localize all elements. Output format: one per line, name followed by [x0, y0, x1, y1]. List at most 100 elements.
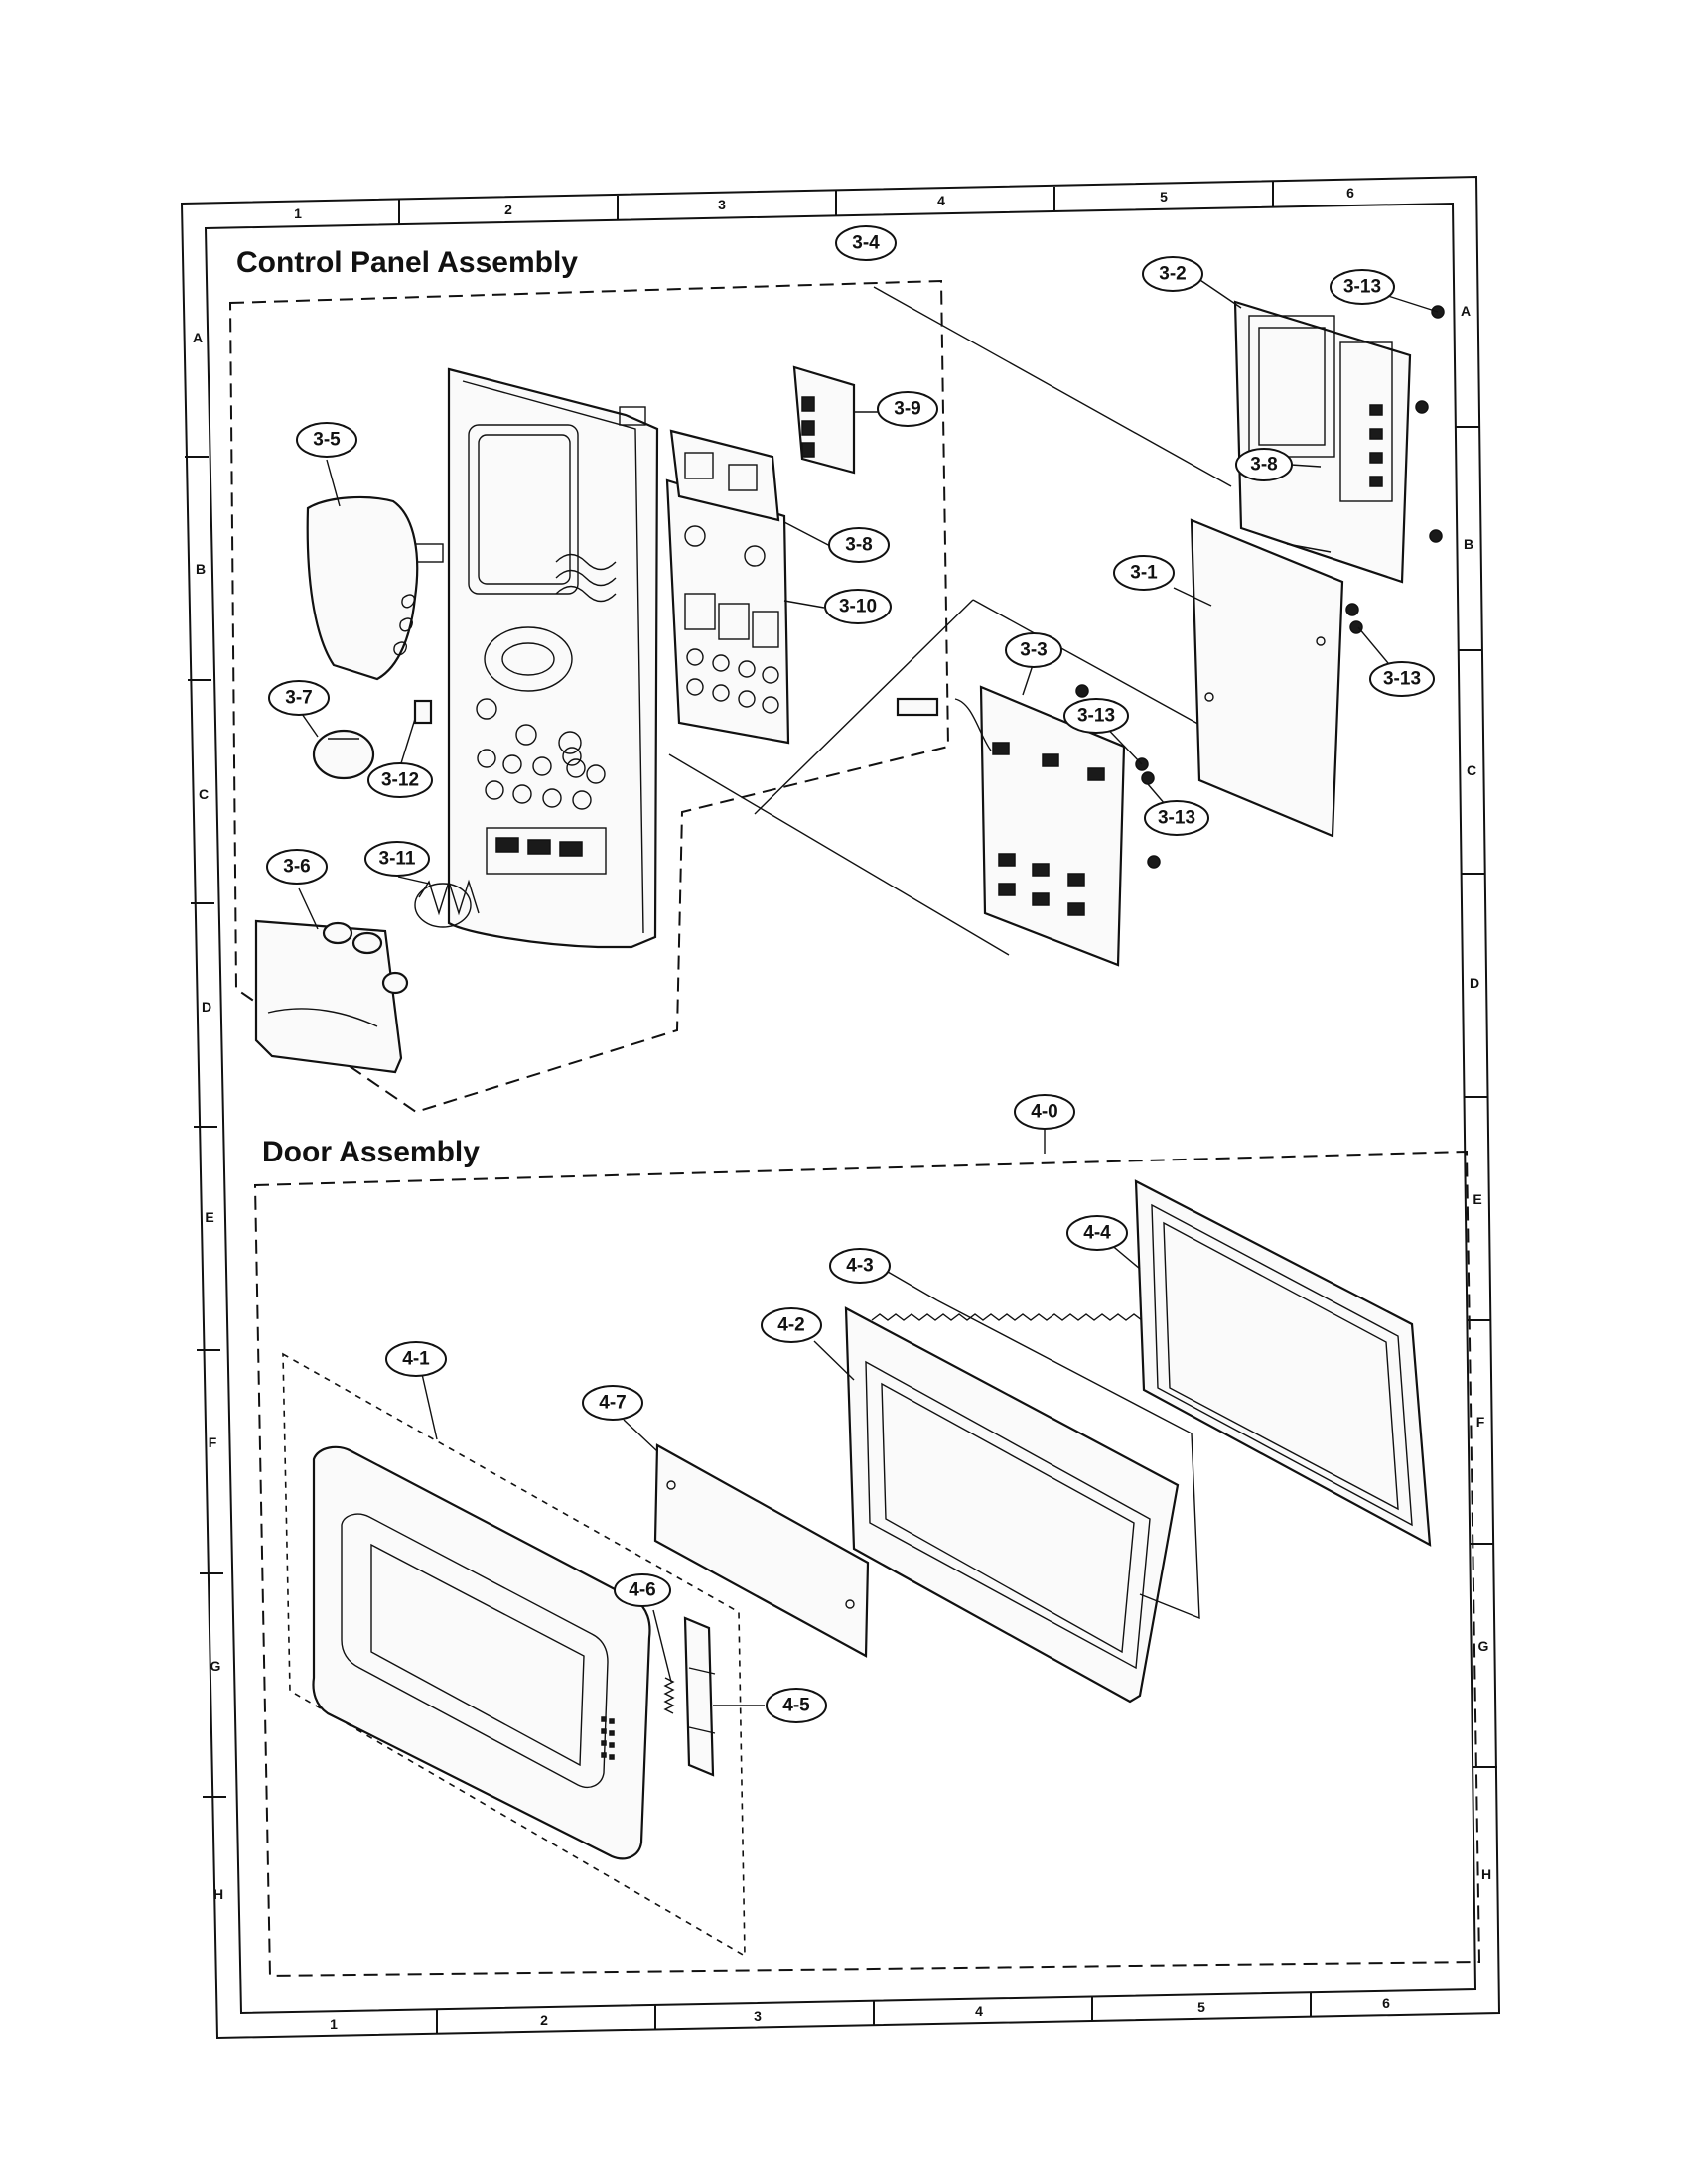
callout-3-8-upper: 3-8: [1235, 448, 1293, 481]
callout-label: 3-11: [379, 849, 416, 870]
part-3-12-shaft: [413, 699, 433, 725]
callout-4-1: 4-1: [385, 1341, 447, 1377]
grid-row-label: F: [1476, 1414, 1485, 1430]
callout-3-2: 3-2: [1142, 256, 1203, 292]
leader-lines-control-panel: [298, 286, 1232, 956]
grid-col-label: 4: [937, 193, 945, 208]
callout-label: 3-9: [894, 399, 920, 420]
callout-label: 3-4: [852, 233, 880, 254]
callout-3-13: 3-13: [1330, 269, 1395, 305]
callout-label: 3-5: [313, 430, 341, 451]
callout-label: 3-3: [1020, 640, 1047, 661]
callout-3-4: 3-4: [835, 225, 897, 261]
callout-3-9: 3-9: [877, 391, 938, 427]
grid-column-labels-bottom: 1 2 3 4 5 6: [330, 1995, 1390, 2032]
part-4-6-spring: [663, 1677, 675, 1714]
callout-3-13: 3-13: [1144, 800, 1209, 836]
callout-3-5: 3-5: [296, 422, 357, 458]
grid-row-label: B: [1464, 536, 1474, 552]
grid-row-label: C: [199, 786, 209, 802]
callout-3-6: 3-6: [266, 849, 328, 885]
callout-label: 4-7: [599, 1393, 626, 1414]
callout-label: 3-13: [1077, 706, 1115, 727]
callout-4-0: 4-0: [1014, 1094, 1075, 1130]
callout-3-1: 3-1: [1113, 555, 1175, 591]
callout-3-7: 3-7: [268, 680, 330, 716]
control-panel-housing: [414, 367, 659, 949]
callout-label: 3-13: [1383, 669, 1421, 690]
callout-label: 3-13: [1158, 808, 1195, 829]
grid-row-label: A: [193, 330, 203, 345]
callout-label: 3-8: [845, 535, 872, 556]
grid-col-label: 6: [1382, 1995, 1390, 2011]
grid-col-label: 4: [975, 2003, 983, 2019]
grid-column-labels-top: 1 2 3 4 5 6: [294, 185, 1354, 221]
grid-row-label: G: [210, 1658, 221, 1674]
callout-4-6: 4-6: [614, 1573, 671, 1607]
right-grid-ticks: [1456, 426, 1497, 1768]
door-assembly-title: Door Assembly: [262, 1136, 480, 1168]
bottom-grid-ticks: [436, 1992, 1312, 2034]
grid-row-label: E: [205, 1209, 213, 1225]
grid-row-label: H: [1481, 1866, 1491, 1882]
callout-label: 3-13: [1343, 277, 1381, 298]
callout-label: 4-1: [402, 1349, 430, 1370]
part-3-11-spring: [414, 879, 480, 928]
part-3-2-display-board: [1233, 300, 1412, 584]
part-4-2-inner-door: [844, 1306, 1180, 1704]
grid-row-labels-right: A B C D E F G H: [1461, 303, 1491, 1882]
grid-col-label: 1: [330, 2016, 338, 2032]
grid-row-label: D: [202, 999, 211, 1015]
part-4-5-latch: [683, 1616, 716, 1777]
part-3-1-cover-plate: [1190, 518, 1344, 838]
callout-3-8-lower: 3-8: [828, 527, 890, 563]
door-group-boundary: [253, 1150, 1481, 1978]
grid-col-label: 3: [754, 2008, 762, 2024]
callout-4-2: 4-2: [761, 1307, 822, 1343]
callout-label: 3-12: [381, 770, 419, 791]
part-3-5-shield: [306, 495, 419, 681]
callout-label: 4-4: [1083, 1223, 1111, 1244]
control-panel-assembly-title: Control Panel Assembly: [236, 246, 578, 279]
callout-3-3: 3-3: [1005, 632, 1062, 668]
grid-col-label: 5: [1160, 189, 1168, 205]
grid-col-label: 2: [540, 2012, 548, 2028]
callouts: 3-4 3-2 3-13 3-9 3-5 3-8 3-8 3-1: [266, 225, 1435, 1723]
callout-3-13: 3-13: [1369, 661, 1435, 697]
part-4-1-door-frame: [312, 1445, 651, 1860]
inner-frame: [204, 202, 1477, 2015]
callout-3-12: 3-12: [367, 762, 433, 798]
left-grid-ticks: [185, 456, 226, 1798]
part-4-7-choke-cover: [653, 1443, 870, 1658]
callout-label: 3-6: [283, 857, 310, 878]
callout-label: 3-10: [839, 597, 877, 617]
grid-col-label: 3: [718, 197, 726, 212]
callout-label: 3-8: [1250, 455, 1277, 476]
callout-4-5: 4-5: [766, 1688, 827, 1723]
grid-row-label: E: [1473, 1191, 1481, 1207]
callout-label: 4-5: [782, 1696, 810, 1716]
grid-col-label: 5: [1197, 1999, 1205, 2015]
screws-3-13: [1075, 305, 1445, 869]
part-3-8-lens: [669, 429, 780, 522]
top-grid-ticks: [398, 182, 1274, 224]
part-3-9-key-button: [792, 365, 856, 475]
callout-label: 3-1: [1130, 563, 1158, 584]
part-4-3-outline: [936, 1299, 1200, 1620]
callout-label: 3-7: [285, 688, 312, 709]
part-3-10-button-plate: [665, 478, 790, 745]
part-3-7-knob: [312, 729, 375, 780]
grid-row-label: B: [196, 561, 206, 577]
leader-lines-right: [1022, 271, 1439, 819]
callout-label: 3-2: [1159, 264, 1186, 285]
grid-row-label: F: [209, 1434, 217, 1450]
outer-frame: [180, 175, 1501, 2040]
callout-4-4: 4-4: [1066, 1215, 1128, 1251]
callout-4-7: 4-7: [582, 1385, 643, 1421]
grid-col-label: 6: [1346, 185, 1354, 201]
callout-4-3: 4-3: [829, 1248, 891, 1284]
callout-label: 4-2: [777, 1315, 804, 1336]
grid-row-label: H: [213, 1886, 223, 1902]
callout-3-11: 3-11: [364, 841, 430, 877]
